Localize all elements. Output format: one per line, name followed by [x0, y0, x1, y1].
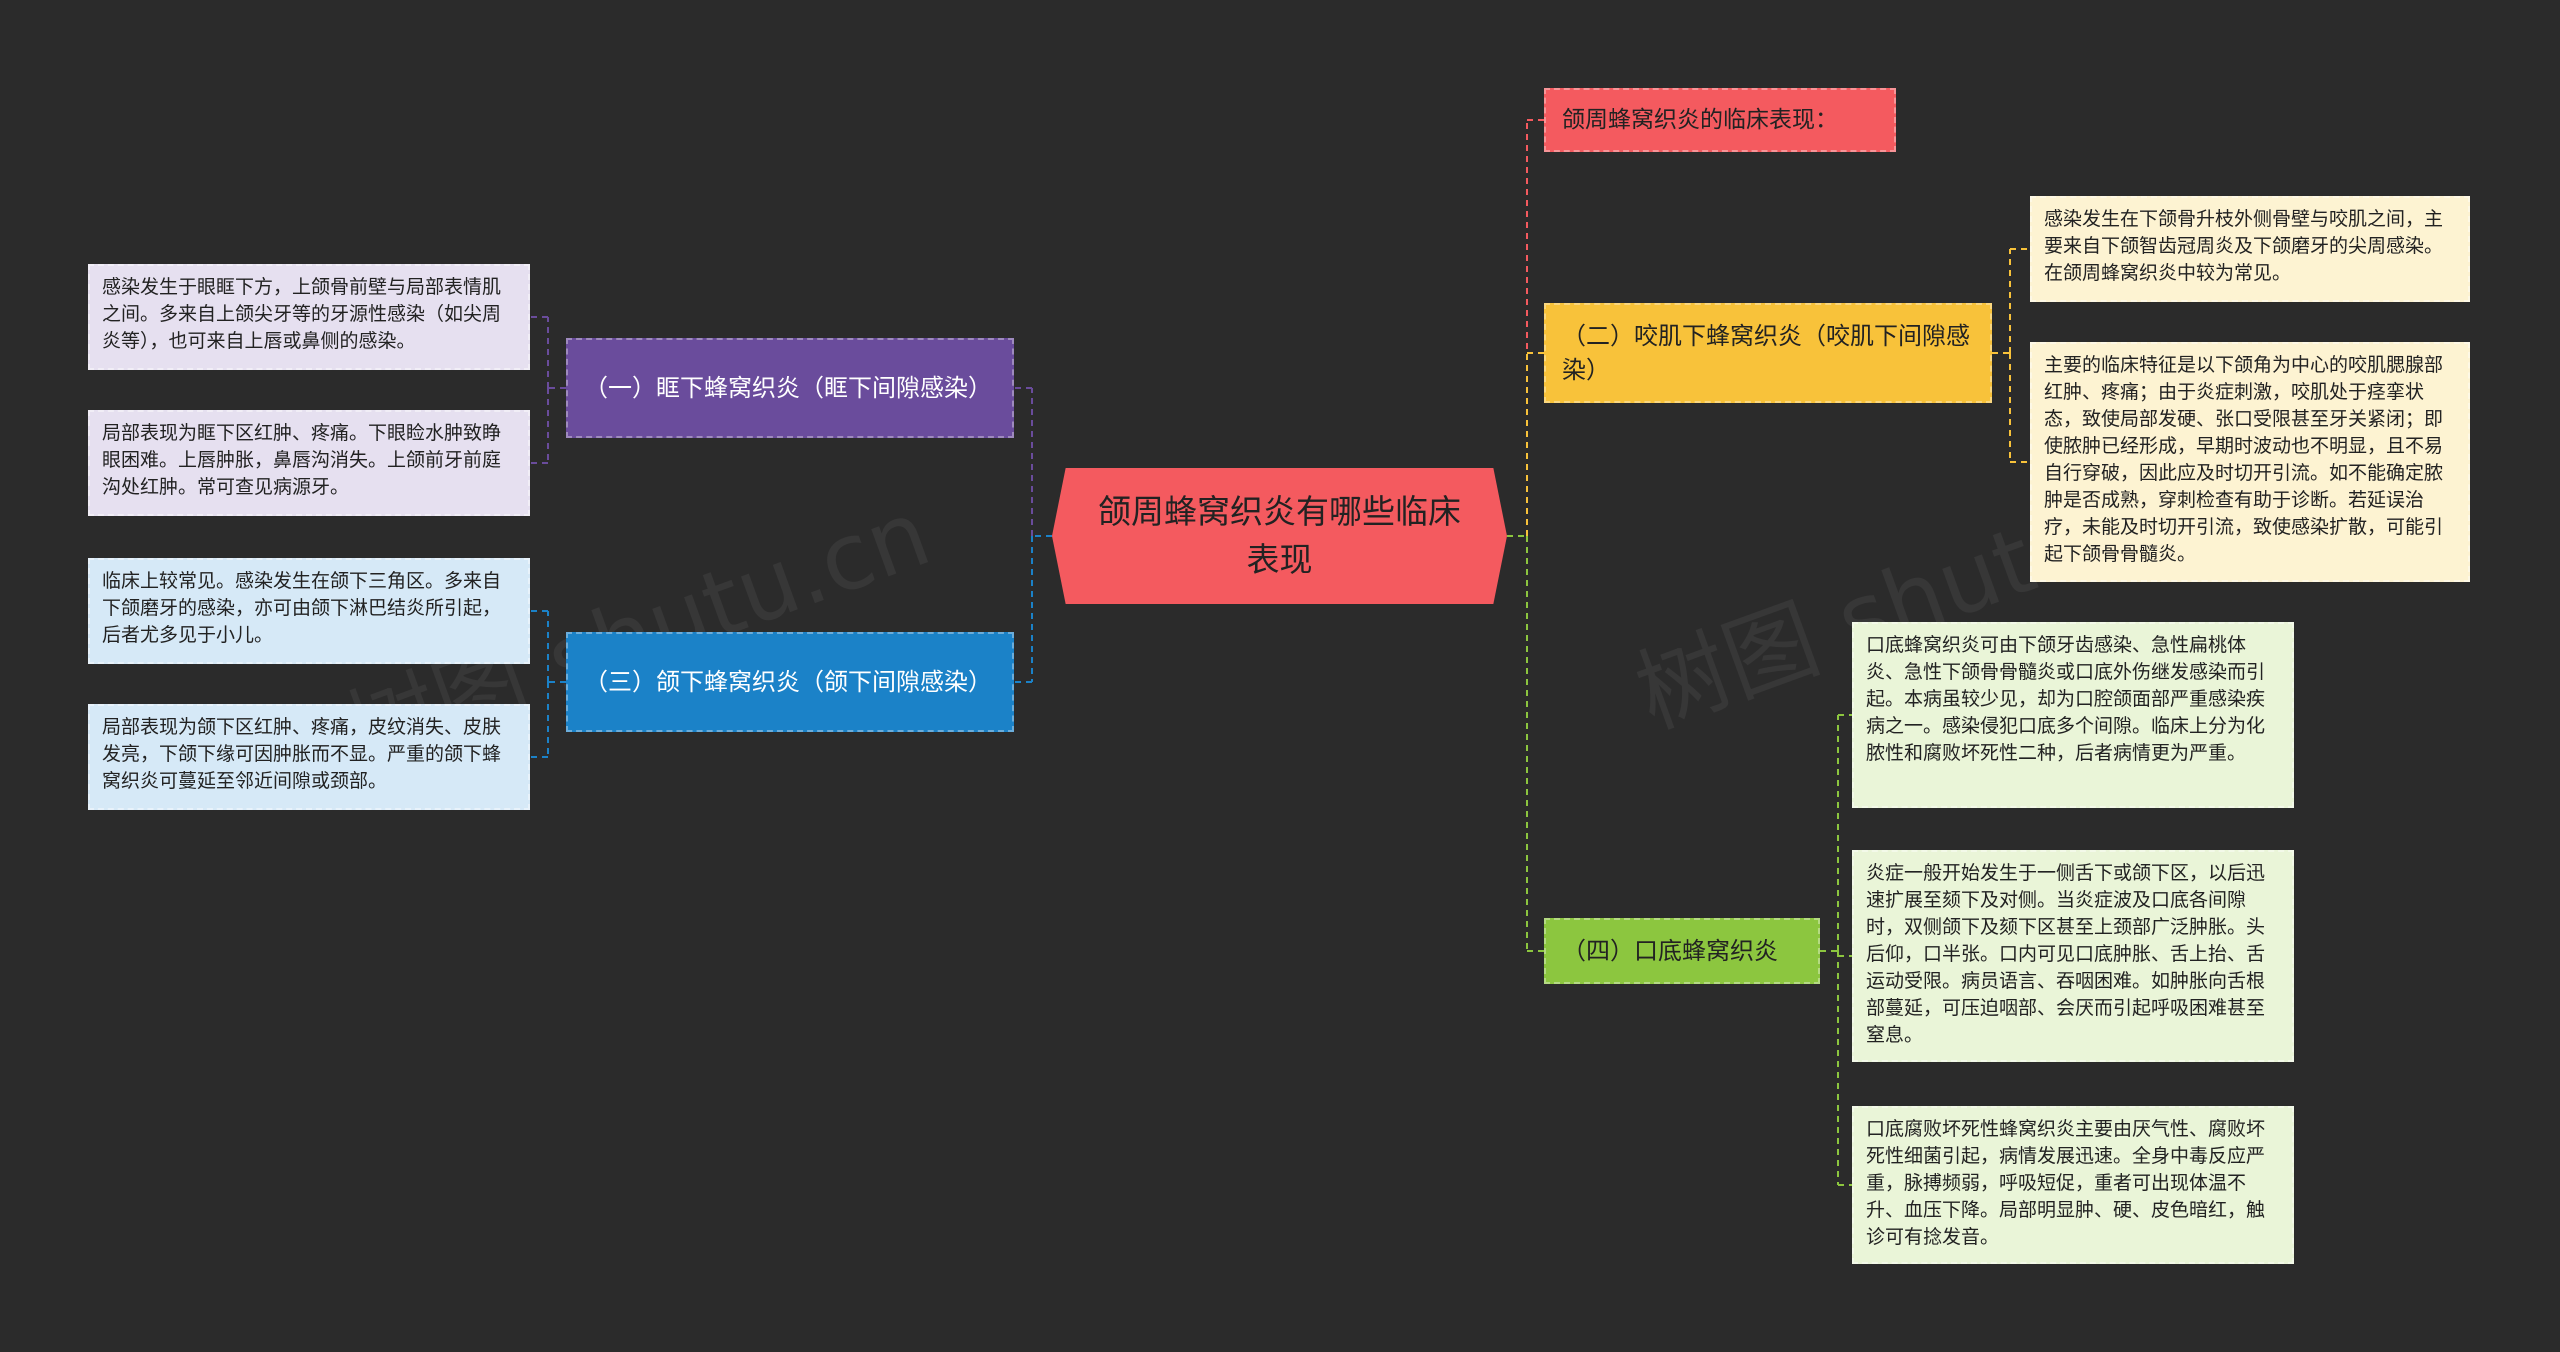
- topic-infraorbital-cellulitis[interactable]: （一）眶下蜂窝织炎（眶下间隙感染）: [566, 338, 1014, 438]
- root-topic[interactable]: 颌周蜂窝织炎有哪些临床表现: [1052, 468, 1507, 604]
- leaf-submandibular-signs: 局部表现为颌下区红肿、疼痛，皮纹消失、皮肤发亮，下颌下缘可因肿胀而不显。严重的颌…: [88, 704, 530, 810]
- topic-submandibular-cellulitis[interactable]: （三）颌下蜂窝织炎（颌下间隙感染）: [566, 632, 1014, 732]
- leaf-mouth-floor-necrotizing: 口底腐败坏死性蜂窝织炎主要由厌气性、腐败坏死性细菌引起，病情发展迅速。全身中毒反…: [1852, 1106, 2294, 1264]
- leaf-submandibular-origin: 临床上较常见。感染发生在颌下三角区。多来自下颌磨牙的感染，亦可由颌下淋巴结炎所引…: [88, 558, 530, 664]
- leaf-masseter-origin: 感染发生在下颌骨升枝外侧骨壁与咬肌之间，主要来自下颌智齿冠周炎及下颌磨牙的尖周感…: [2030, 196, 2470, 302]
- leaf-masseter-features: 主要的临床特征是以下颌角为中心的咬肌腮腺部红肿、疼痛；由于炎症刺激，咬肌处于痉挛…: [2030, 342, 2470, 582]
- topic-clinical-manifestations[interactable]: 颌周蜂窝织炎的临床表现：: [1544, 88, 1896, 152]
- topic-mouth-floor-cellulitis[interactable]: （四）口底蜂窝织炎: [1544, 918, 1820, 984]
- leaf-infraorbital-signs: 局部表现为眶下区红肿、疼痛。下眼睑水肿致睁眼困难。上唇肿胀，鼻唇沟消失。上颌前牙…: [88, 410, 530, 516]
- leaf-infraorbital-origin: 感染发生于眼眶下方，上颌骨前壁与局部表情肌之间。多来自上颌尖牙等的牙源性感染（如…: [88, 264, 530, 370]
- leaf-mouth-floor-cause: 口底蜂窝织炎可由下颌牙齿感染、急性扁桃体炎、急性下颌骨骨髓炎或口底外伤继发感染而…: [1852, 622, 2294, 808]
- leaf-mouth-floor-progression: 炎症一般开始发生于一侧舌下或颌下区，以后迅速扩展至颏下及对侧。当炎症波及口底各间…: [1852, 850, 2294, 1062]
- topic-masseter-cellulitis[interactable]: （二）咬肌下蜂窝织炎（咬肌下间隙感染）: [1544, 303, 1992, 403]
